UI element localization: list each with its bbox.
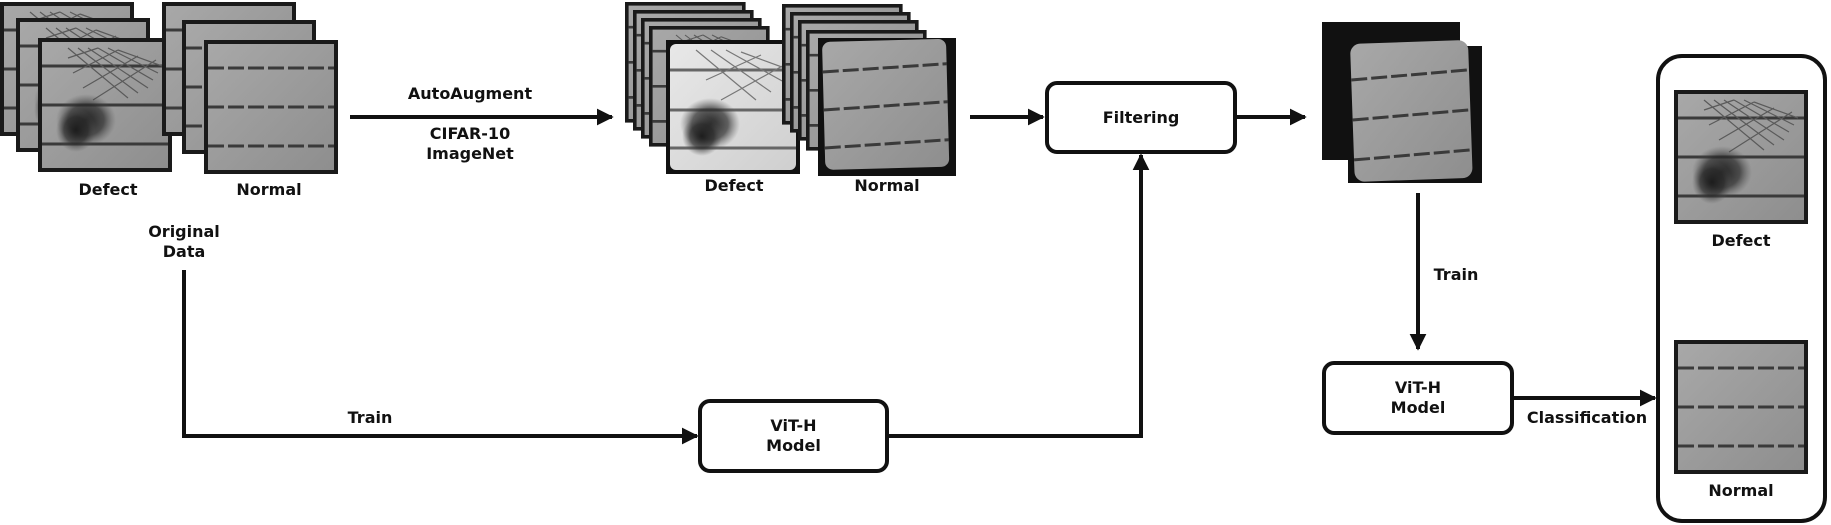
vit-to-filtering-arrow	[889, 153, 1150, 438]
augment-policy-line2: ImageNet	[426, 144, 514, 163]
original-data-caption-line2: Data	[162, 242, 206, 261]
vit-model-2-line1: ViT-H	[1394, 378, 1442, 397]
classification-label: Classification	[1526, 408, 1648, 427]
augment-method-label: AutoAugment	[407, 84, 533, 103]
train-label-1: Train	[347, 408, 393, 427]
vit-model-1-label: ViT-H Model	[766, 416, 821, 456]
vit-model-box-1: ViT-H Model	[698, 399, 889, 473]
filtering-box: Filtering	[1045, 81, 1237, 154]
filtering-label: Filtering	[1102, 107, 1180, 127]
vit-model-1-line2: Model	[766, 436, 821, 455]
result-normal-image	[1672, 338, 1810, 476]
original-defect-label: Defect	[78, 180, 138, 199]
result-normal-label: Normal	[1708, 481, 1774, 500]
augment-policy-line1: CIFAR-10	[429, 124, 511, 143]
original-defect-stack	[0, 0, 174, 174]
vit-model-2-label: ViT-H Model	[1391, 378, 1446, 418]
augmented-normal-stack	[780, 2, 956, 176]
train-arrow-1	[182, 270, 699, 445]
train-label-2: Train	[1433, 265, 1479, 284]
result-panel	[1656, 54, 1827, 523]
result-defect-label: Defect	[1711, 231, 1771, 250]
original-normal-stack	[160, 0, 340, 176]
original-normal-label: Normal	[236, 180, 302, 199]
augmented-defect-label: Defect	[704, 176, 764, 195]
filtered-stack	[1322, 22, 1482, 183]
vit-model-2-line2: Model	[1390, 398, 1446, 417]
vit-model-1-line1: ViT-H	[770, 416, 817, 435]
augmented-defect-stack	[623, 0, 802, 176]
augmented-normal-label: Normal	[854, 176, 920, 195]
vit-model-box-2: ViT-H Model	[1322, 361, 1514, 435]
result-defect-image	[1672, 88, 1810, 226]
original-data-caption-line1: Original	[148, 222, 220, 241]
